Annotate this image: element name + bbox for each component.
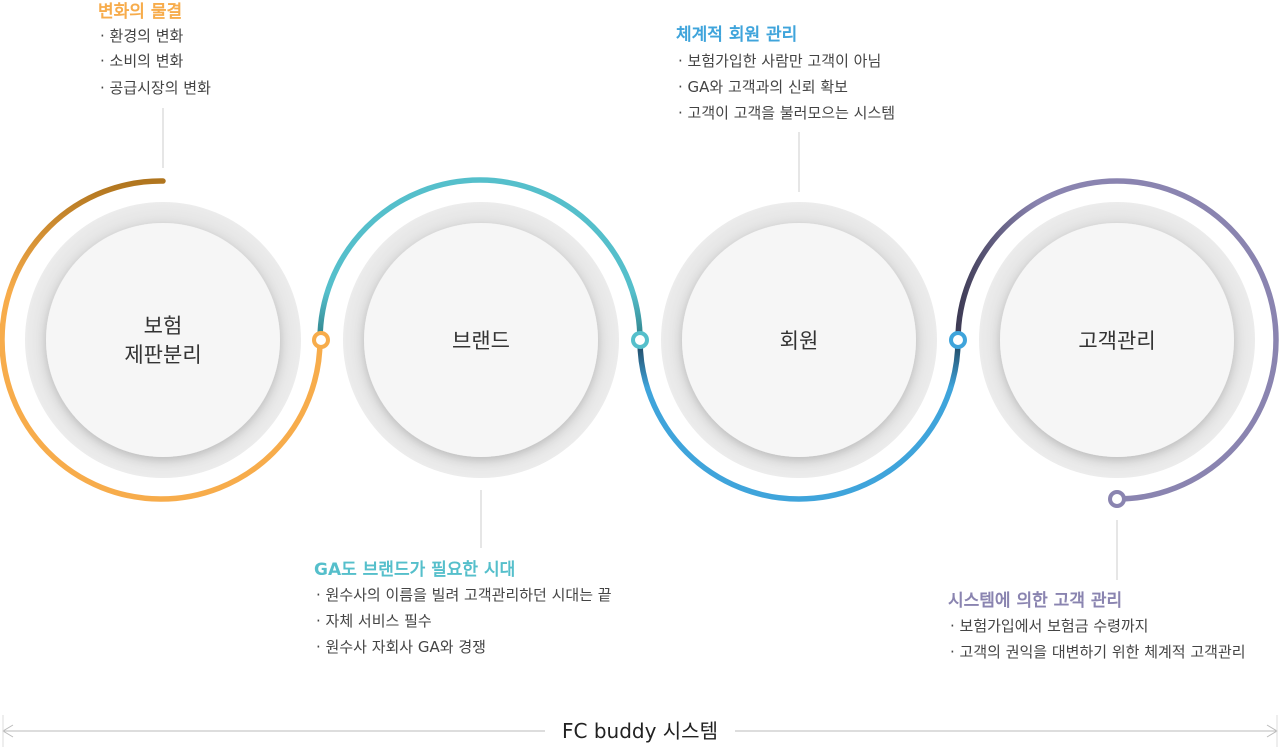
circle-2-group: [343, 202, 619, 478]
callout-1: 변화의 물결 · 환경의 변화 · 소비의 변화 · 공급시장의 변화: [98, 2, 211, 97]
footer-arrow: FC buddy 시스템: [2, 715, 1278, 747]
callout-1-item-3: · 공급시장의 변화: [100, 79, 211, 97]
circle-2-inner: [364, 223, 598, 457]
purple-arc: [955, 178, 1279, 502]
node-dot-purple: [1108, 490, 1126, 508]
footer-label: FC buddy 시스템: [562, 719, 718, 743]
circle-1-label-line-1: 보험: [144, 314, 183, 338]
callout-3-item-2: · GA와 고객과의 신뢰 확보: [678, 78, 848, 96]
node-dot-orange: [312, 331, 330, 349]
node-dot-blue: [949, 331, 967, 349]
callout-3-item-3: · 고객이 고객을 불러모으는 시스템: [678, 104, 895, 122]
callout-4: 시스템에 의한 고객 관리 · 보험가입에서 보험금 수령까지 · 고객의 권익…: [948, 591, 1246, 661]
circle-4-group: [979, 202, 1255, 478]
circle-3-inner: [682, 223, 916, 457]
callout-3-item-1: · 보험가입한 사람만 고객이 아님: [678, 52, 881, 70]
callout-2-item-1: · 원수사의 이름을 빌려 고객관리하던 시대는 끝: [316, 586, 612, 604]
circle-2-label: 브랜드: [452, 329, 510, 353]
callout-4-item-2: · 고객의 권익을 대변하기 위한 체계적 고객관리: [950, 643, 1246, 661]
teal-arc: [317, 177, 643, 341]
circle-1-inner: [46, 223, 280, 457]
callout-3: 체계적 회원 관리 · 보험가입한 사람만 고객이 아님 · GA와 고객과의 …: [676, 25, 895, 122]
orange-arc: [0, 178, 323, 502]
callout-3-title: 체계적 회원 관리: [676, 25, 797, 45]
circle-4-inner: [1000, 223, 1234, 457]
callout-2-title: GA도 브랜드가 필요한 시대: [314, 560, 515, 580]
node-dot-teal: [631, 331, 649, 349]
circle-3-group: [661, 202, 937, 478]
callout-1-title: 변화의 물결: [98, 2, 182, 22]
circle-1-group: [25, 202, 301, 478]
callout-1-item-1: · 환경의 변화: [100, 27, 184, 45]
callout-1-item-2: · 소비의 변화: [100, 52, 184, 70]
callout-2-item-3: · 원수사 자회사 GA와 경쟁: [316, 638, 486, 656]
callout-2: GA도 브랜드가 필요한 시대 · 원수사의 이름을 빌려 고객관리하던 시대는…: [314, 560, 612, 656]
callout-2-item-2: · 자체 서비스 필수: [316, 612, 432, 630]
blue-arc: [637, 339, 961, 502]
circle-1-label-line-2: 제판분리: [124, 343, 201, 367]
callout-4-title: 시스템에 의한 고객 관리: [948, 591, 1122, 611]
callout-4-item-1: · 보험가입에서 보험금 수령까지: [950, 617, 1148, 635]
circle-3-label: 회원: [780, 329, 819, 353]
circle-4-label: 고객관리: [1078, 329, 1155, 353]
